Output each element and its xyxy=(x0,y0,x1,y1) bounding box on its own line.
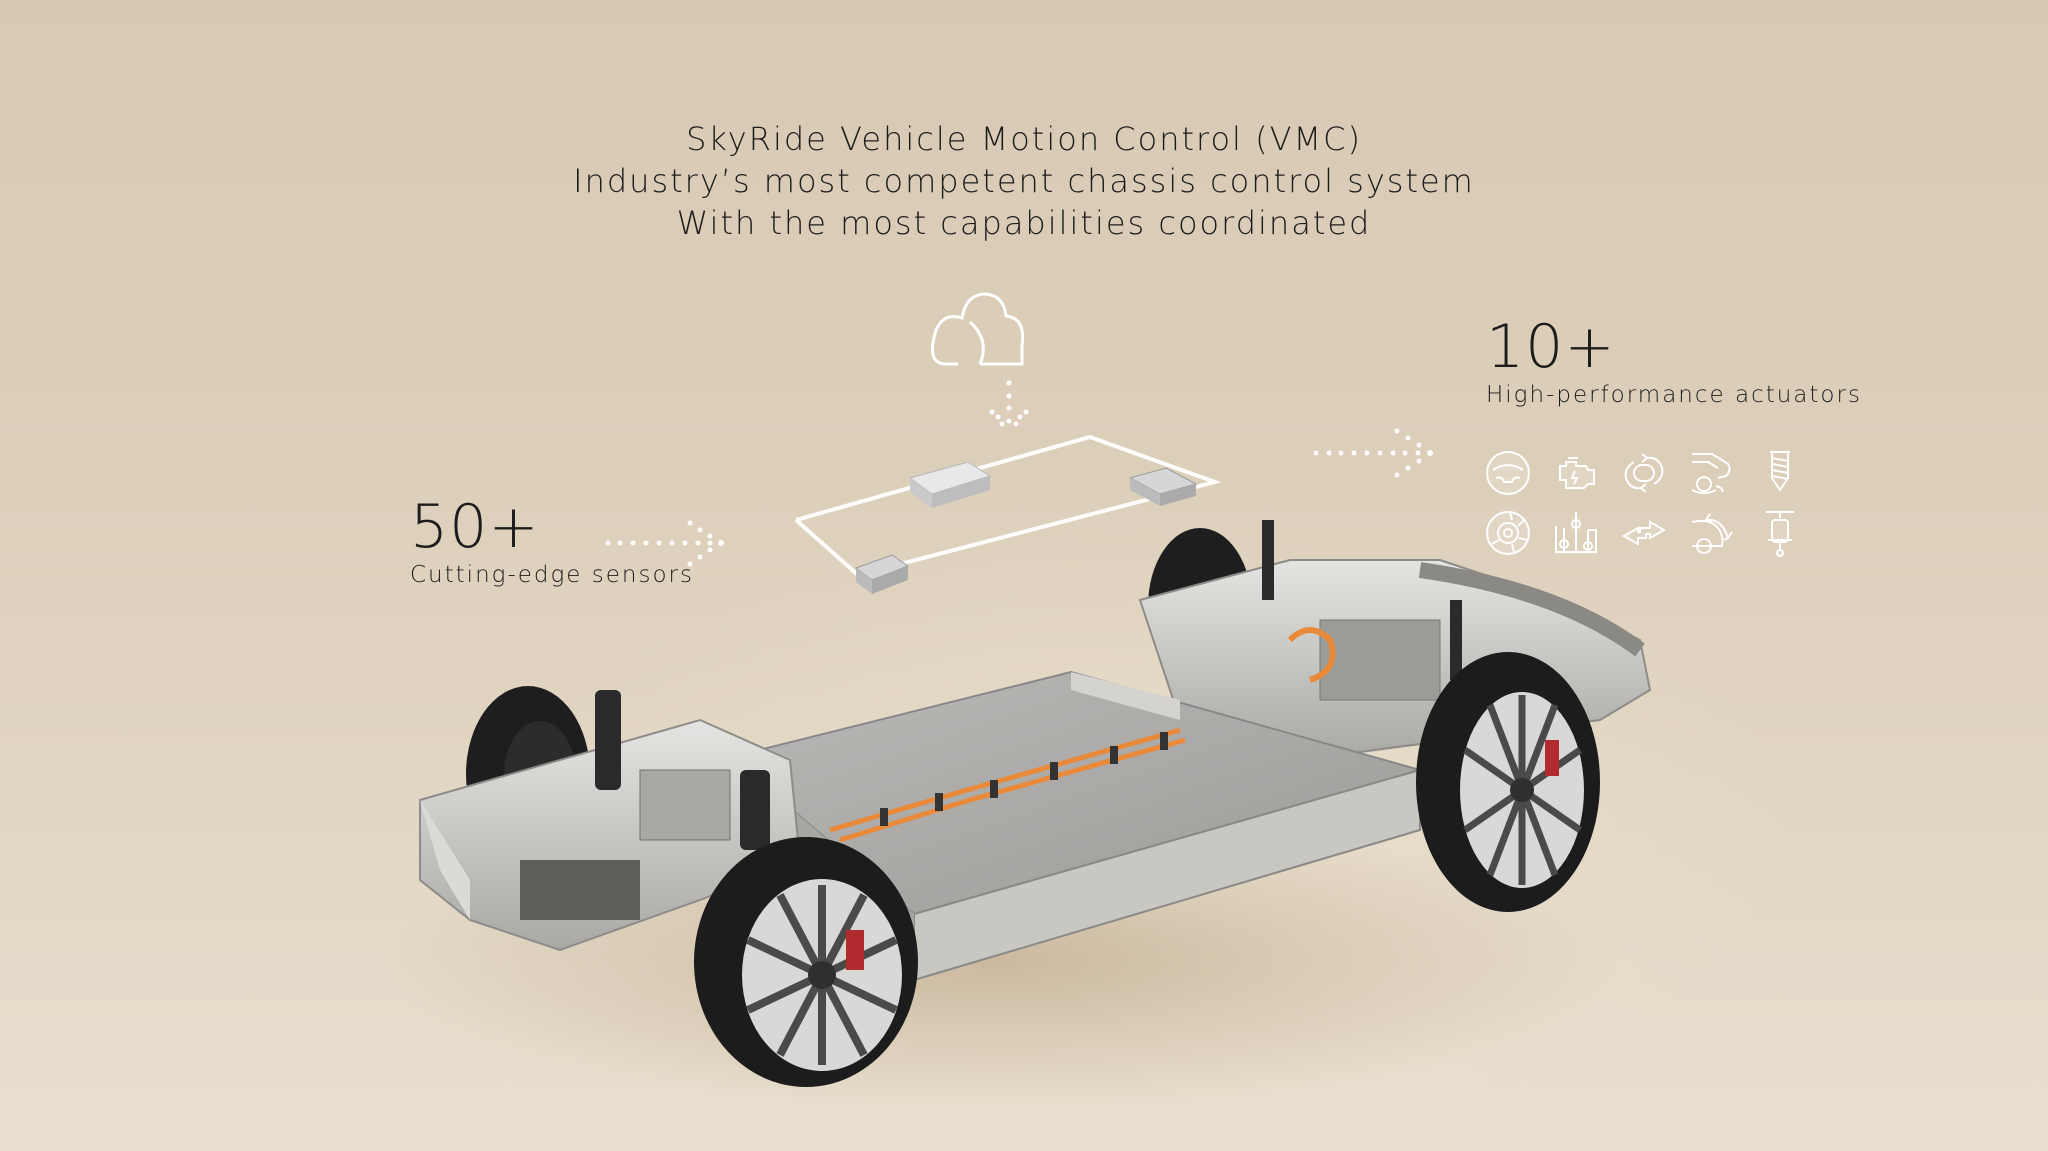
rear-near-wheel xyxy=(1416,652,1600,912)
actuators-count: 10+ xyxy=(1486,312,1616,382)
actuator-icons xyxy=(1484,448,1804,558)
front-controller-module xyxy=(854,554,910,594)
actuators-stat: 10+ High-performance actuators xyxy=(1486,314,1862,408)
steering-wheel-icon xyxy=(1484,448,1532,498)
sliders-equalizer-icon xyxy=(1552,508,1600,558)
page-subtitle-1: Industry’s most competent chassis contro… xyxy=(573,162,1475,200)
sensors-count: 50+ xyxy=(410,492,540,562)
page-title: SkyRide Vehicle Motion Control (VMC) xyxy=(686,120,1362,158)
screw-bolt-icon xyxy=(1756,448,1804,498)
front-near-wheel xyxy=(694,837,918,1087)
bidirectional-arrows-icon xyxy=(1620,508,1668,558)
central-controller-module xyxy=(908,461,992,508)
car-rear-wheel-icon xyxy=(1688,448,1736,498)
damper-shock-absorber-icon xyxy=(1756,508,1804,558)
cloud-to-network-arrow xyxy=(989,380,1029,427)
page-subtitle-2: With the most capabilities coordinated xyxy=(676,204,1372,242)
engine-motor-icon xyxy=(1552,448,1600,498)
sensors-stat: 50+ Cutting-edge sensors xyxy=(410,494,694,588)
headline: SkyRide Vehicle Motion Control (VMC) Ind… xyxy=(0,118,2048,244)
sensors-to-network-arrow xyxy=(605,520,724,567)
front-air-spring xyxy=(595,690,621,790)
rear-controller-module xyxy=(1128,467,1198,506)
network-to-actuators-arrow xyxy=(1313,428,1433,478)
controller-network xyxy=(794,434,1222,594)
car-tilt-arrow-icon xyxy=(1688,508,1736,558)
hv-cables xyxy=(829,727,1186,843)
cloud-icon xyxy=(930,292,1025,366)
brake-caliper xyxy=(846,930,864,970)
sensors-label: Cutting-edge sensors xyxy=(410,562,694,588)
brake-disc-icon xyxy=(1484,508,1532,558)
rotation-loop-icon xyxy=(1620,448,1668,498)
front-subframe xyxy=(419,690,802,952)
actuators-label: High-performance actuators xyxy=(1486,382,1862,408)
